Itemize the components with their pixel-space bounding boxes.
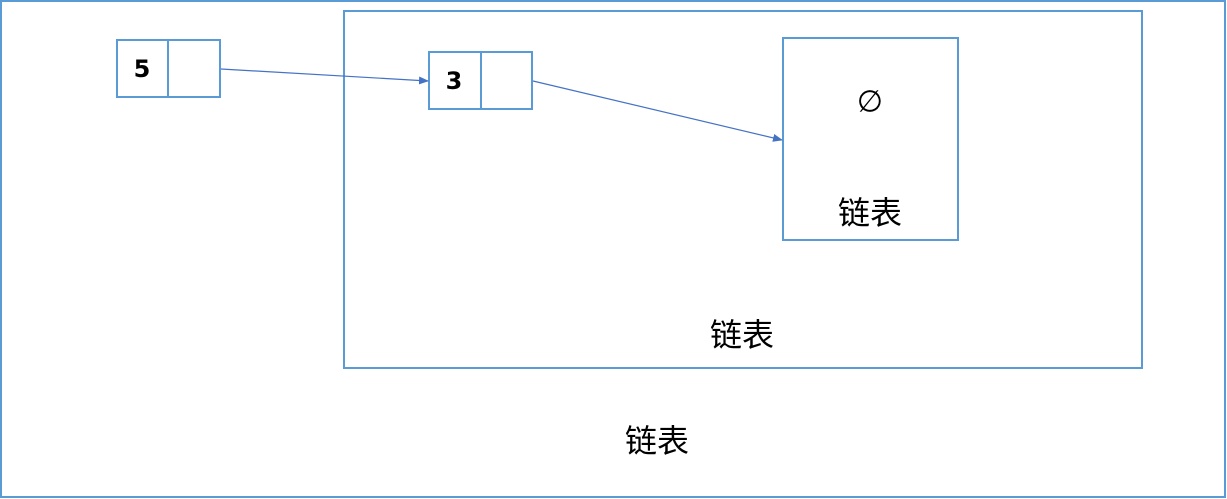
middle-list-box <box>343 10 1143 369</box>
empty-list-label: 链表 <box>837 194 903 232</box>
outer-list-label: 链表 <box>624 422 690 460</box>
node-3-value: 3 <box>445 67 463 95</box>
empty-set-symbol: ∅ <box>856 84 884 120</box>
node-5 <box>116 39 221 98</box>
empty-list-box <box>782 37 959 241</box>
arrow-5-to-3 <box>220 68 429 85</box>
node-3 <box>428 51 533 110</box>
arrow-3-to-empty <box>532 80 783 142</box>
node-5-value: 5 <box>133 55 151 83</box>
middle-list-label: 链表 <box>709 316 775 354</box>
